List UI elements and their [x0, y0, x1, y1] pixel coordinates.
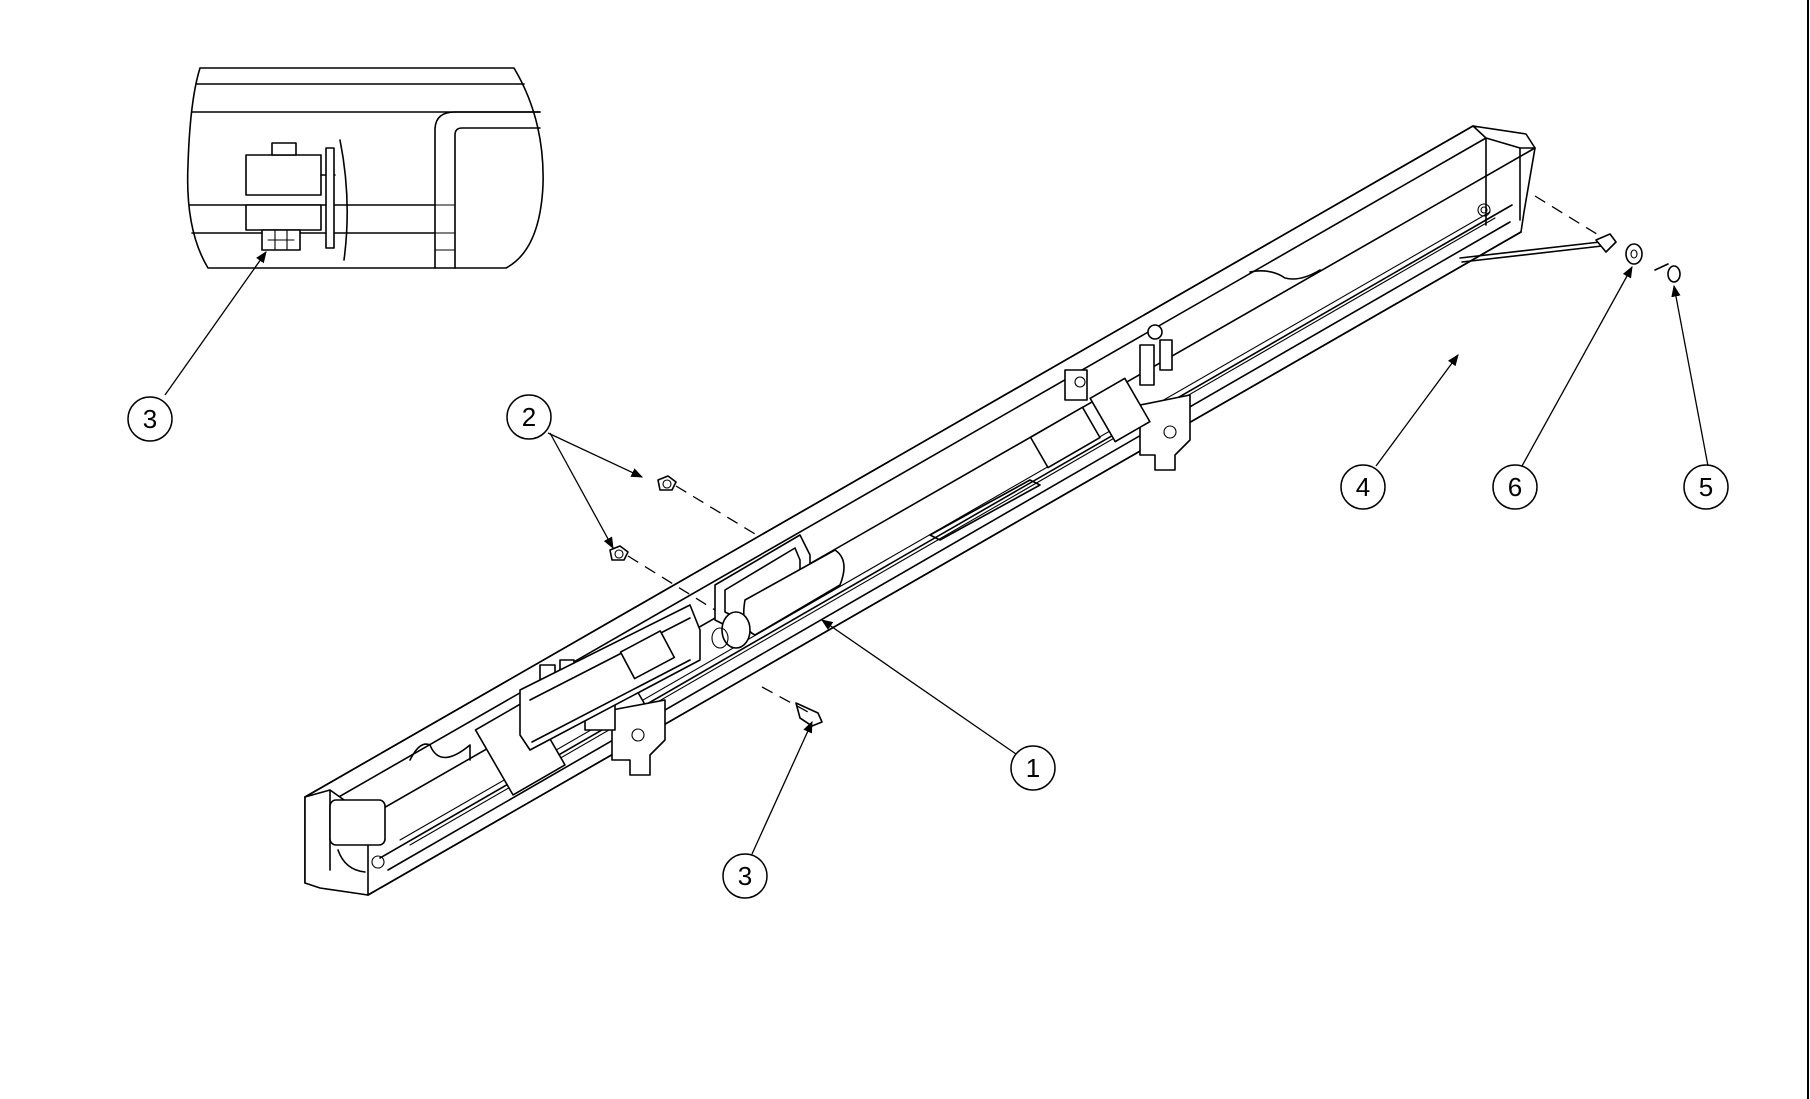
loose-parts: [609, 233, 1681, 727]
callout-label: 1: [1026, 753, 1040, 783]
callout-5: 5: [1683, 464, 1729, 510]
assembly-lines: [627, 195, 1601, 713]
callout-label: 3: [143, 404, 157, 434]
callout-label: 2: [522, 402, 536, 432]
callout-3-detail: 3: [127, 396, 173, 442]
callout-label: 6: [1508, 472, 1522, 502]
callout-6: 6: [1492, 464, 1538, 510]
detail-view: [186, 67, 544, 269]
callout-label: 5: [1699, 472, 1713, 502]
callout-3: 3: [722, 853, 768, 899]
motor-assembly: [519, 534, 845, 751]
callout-label: 4: [1356, 472, 1370, 502]
callout-4: 4: [1340, 464, 1386, 510]
callout-1: 1: [1010, 745, 1056, 791]
callout-2: 2: [506, 394, 552, 440]
right-carriage: [1029, 324, 1191, 471]
callout-label: 3: [738, 861, 752, 891]
leader-lines: [164, 251, 1709, 855]
